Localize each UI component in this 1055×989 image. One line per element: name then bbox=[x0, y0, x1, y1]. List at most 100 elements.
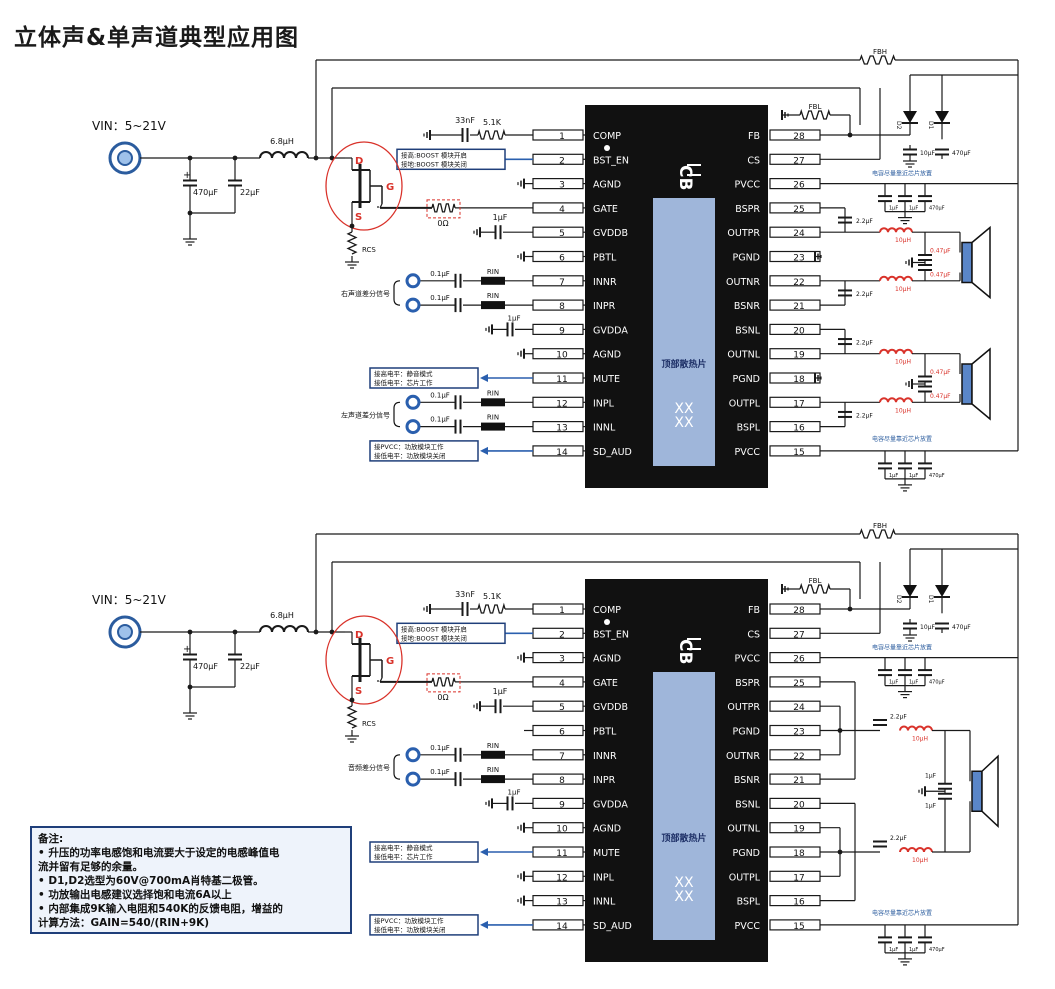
pin-left bbox=[532, 749, 584, 761]
pin-left bbox=[532, 700, 584, 712]
pin-name: GATE bbox=[593, 204, 618, 215]
pin-left-number: 5 bbox=[559, 229, 565, 239]
note-mute bbox=[369, 841, 479, 863]
arrow-head bbox=[480, 920, 488, 929]
pin-name: CS bbox=[747, 629, 760, 640]
pin-name: PBTL bbox=[593, 727, 617, 738]
pin-left-number: 1 bbox=[559, 606, 565, 616]
label-d2: D2 bbox=[895, 121, 902, 130]
pin-left-number: 3 bbox=[559, 181, 565, 191]
pin-name: PVCC bbox=[735, 654, 761, 665]
note-sd-aud-line: 接PVCC：功放模块工作 bbox=[374, 442, 444, 451]
label-10uh: 10μH bbox=[895, 359, 911, 366]
pin-left-number: 6 bbox=[559, 728, 565, 738]
pin-name: COMP bbox=[593, 605, 621, 616]
label-d1: D1 bbox=[927, 121, 934, 130]
label-2.2uf: 2.2μF bbox=[890, 714, 907, 721]
chip-marking: CB bbox=[675, 639, 695, 664]
pin-name: GVDDB bbox=[593, 228, 628, 239]
pin-left-number: 10 bbox=[556, 351, 568, 361]
pin-left-number: 14 bbox=[556, 448, 568, 458]
pin-left-number: 7 bbox=[559, 752, 565, 762]
heatsink-pad bbox=[653, 672, 715, 940]
pin-name: OUTPL bbox=[729, 872, 761, 883]
resistor-rin bbox=[481, 398, 505, 407]
label-decouple: 1μF bbox=[889, 947, 898, 953]
pin-left-number: 13 bbox=[556, 898, 567, 908]
label-decouple: 1μF bbox=[889, 473, 898, 479]
resistor-comp bbox=[477, 128, 506, 140]
label-1uf: 1μF bbox=[925, 802, 937, 809]
pin-left-number: 2 bbox=[559, 630, 565, 640]
label-10uh: 10μH bbox=[895, 237, 911, 244]
pin-left bbox=[532, 603, 584, 615]
junction-dot bbox=[187, 684, 193, 690]
resistor-rcs bbox=[346, 231, 358, 255]
label-decouple: 470μF bbox=[929, 473, 945, 479]
label-cap-note: 电容尽量靠近芯片放置 bbox=[872, 170, 932, 178]
pin-right-number: 25 bbox=[793, 205, 804, 215]
notes-line: • 功放输出电感建议选择饱和电流6A以上 bbox=[38, 889, 232, 901]
pin-left-number: 6 bbox=[559, 254, 565, 264]
label-mono-diff: 音频差分信号 bbox=[348, 763, 390, 772]
pin-right-number: 26 bbox=[793, 655, 805, 665]
pin-name: OUTPL bbox=[729, 398, 761, 409]
resistor-comp bbox=[477, 602, 506, 614]
polarity: + bbox=[183, 170, 191, 181]
label-cap-note: 电容尽量靠近芯片放置 bbox=[872, 435, 932, 443]
label-470uf: 470μF bbox=[193, 188, 218, 197]
pin-right-number: 26 bbox=[793, 181, 805, 191]
label-33nf: 33nF bbox=[455, 116, 475, 125]
label-mos-d: D bbox=[355, 156, 363, 167]
label-1uf: 1μF bbox=[493, 213, 508, 222]
pin-left bbox=[532, 323, 584, 335]
note-bst-en bbox=[396, 148, 506, 171]
chip-marking: CB bbox=[675, 165, 695, 190]
pin-left-number: 12 bbox=[556, 399, 567, 409]
diode-d1 bbox=[935, 111, 949, 123]
pin-right-number: 18 bbox=[793, 849, 805, 859]
label-470uf: 470μF bbox=[952, 150, 971, 157]
pin-name: FB bbox=[748, 605, 760, 616]
pin-left bbox=[532, 129, 584, 141]
pin-right-number: 16 bbox=[793, 424, 805, 434]
heatsink-label: 顶部散热片 bbox=[661, 832, 706, 844]
chip-marking: XX bbox=[674, 401, 694, 417]
pin-right-number: 27 bbox=[793, 156, 804, 166]
vin-terminal-inner bbox=[117, 624, 133, 640]
inductor-output bbox=[899, 847, 933, 853]
vin-terminal-inner bbox=[117, 150, 133, 166]
label-0.1uf: 0.1μF bbox=[430, 391, 450, 399]
pin-left-number: 9 bbox=[559, 326, 565, 336]
note-mute-line: 接低电平：芯片工作 bbox=[374, 852, 433, 861]
label-0ohm: 0Ω bbox=[437, 219, 448, 228]
input-terminal bbox=[405, 771, 421, 787]
pin-left-number: 5 bbox=[559, 703, 565, 713]
label-10uf: 10μF bbox=[920, 150, 935, 157]
arrow-head bbox=[480, 374, 488, 382]
pin-name: INPR bbox=[593, 775, 616, 786]
junction-dot bbox=[187, 210, 193, 216]
label-d2: D2 bbox=[895, 595, 902, 604]
pin-left bbox=[532, 676, 584, 688]
pin-name: BSNR bbox=[734, 301, 760, 312]
arrow-head bbox=[480, 848, 488, 856]
note-sd-aud bbox=[369, 914, 479, 936]
label-0.47uf: 0.47μF bbox=[930, 393, 951, 400]
brace bbox=[393, 280, 401, 306]
inductor-output bbox=[879, 397, 913, 403]
pin-name: INNL bbox=[593, 897, 616, 908]
pin-right-number: 18 bbox=[793, 375, 805, 385]
label-left-diff: 左声道差分信号 bbox=[341, 410, 390, 419]
resistor-fbh bbox=[859, 528, 896, 539]
label-0.47uf: 0.47μF bbox=[930, 248, 951, 255]
label-d1: D1 bbox=[927, 595, 934, 604]
pin-name: PGND bbox=[732, 253, 760, 264]
label-mos-g: G bbox=[386, 182, 394, 193]
pin-right-number: 16 bbox=[793, 898, 805, 908]
pin-left bbox=[532, 178, 584, 190]
pin1-dot bbox=[604, 619, 610, 625]
note-sd-aud-line: 接低电平：功放模块关闭 bbox=[374, 925, 446, 934]
inductor-boost bbox=[259, 151, 309, 159]
label-5k1: 5.1K bbox=[483, 592, 502, 601]
